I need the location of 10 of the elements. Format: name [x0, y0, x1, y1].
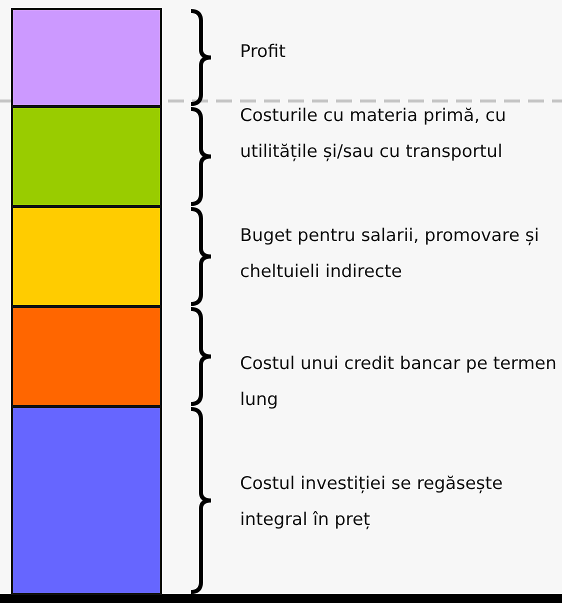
bar-segment [11, 106, 162, 207]
bar-segment [11, 406, 162, 595]
bar-segment [11, 8, 162, 107]
segment-label: Costul investiției se regăsește integral în preț [240, 473, 504, 532]
segment-label: Profit [240, 41, 287, 64]
segment-label: Costul unui credit bancar pe termen lung [240, 353, 558, 412]
segment-label: Buget pentru salarii, promovare și cheltuieli indirecte [240, 225, 540, 284]
bar-segment [11, 306, 162, 407]
bar-segment [11, 206, 162, 307]
segment-label: Costurile cu materia primă, cu utilitățile și/sau cu transportul [240, 105, 508, 164]
